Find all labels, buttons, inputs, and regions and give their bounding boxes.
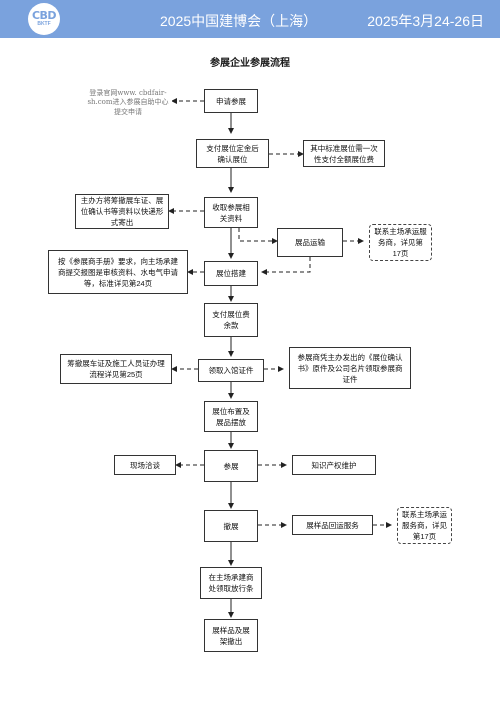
- organizer-note: 主办方将筹撤展车证、展位确认书等资料以快递形式寄出: [75, 194, 169, 229]
- onsite-negotiation-label: 现场洽谈: [130, 460, 160, 470]
- contact-forwarder-1-text: 联系主场承运服务商，详见第17页: [374, 227, 427, 258]
- special-booth-note: 其中标准展位需一次性支付全额展位费: [303, 140, 385, 167]
- onsite-negotiation: 现场洽谈: [114, 455, 176, 475]
- step-pay-deposit-label: 支付展位定金后确认展位: [206, 143, 259, 164]
- step-booth-layout: 展位布置及展品摆放: [204, 401, 258, 432]
- return-shipping-service-label: 展样品回运服务: [306, 520, 359, 530]
- manual-note-text: 按《参展商手册》要求，向主场承建商提交报图是审核资料、水电气申请等，标准详见第2…: [58, 256, 178, 288]
- exhibitor-id-note: 参展商凭主办发出的《展位确认书》原件及公司名片领取参展商证件: [289, 347, 411, 389]
- contact-forwarder-2-text: 联系主场承运服务商，详见第17页: [402, 510, 447, 541]
- step-apply: 申请参展: [204, 89, 258, 113]
- step-receive-docs-label: 收取参展相关资料: [212, 202, 250, 223]
- register-note: 登录官网www. cbdfair-sh.com进入参展自助中心提交申请: [84, 85, 172, 121]
- step-receive-docs: 收取参展相关资料: [204, 197, 258, 228]
- step-exhibit-label: 参展: [223, 461, 239, 471]
- vehicle-pass-note: 筹撤展车证及施工人员证办理流程详见第25页: [60, 354, 172, 384]
- step-exhibits-out: 展样品及展架撤出: [204, 619, 258, 652]
- ip-protection: 知识产权维护: [292, 455, 376, 475]
- step-dismantle: 撤展: [204, 510, 258, 542]
- vehicle-pass-note-text: 筹撤展车证及施工人员证办理流程详见第25页: [67, 359, 165, 379]
- register-note-text: 登录官网www. cbdfair-sh.com进入参展自助中心提交申请: [87, 88, 169, 116]
- step-collect-pass: 领取入馆证件: [198, 359, 264, 382]
- step-booth-construction-label: 展位搭建: [216, 269, 246, 278]
- page-title: 参展企业参展流程: [210, 58, 290, 69]
- step-exhibits-out-label: 展样品及展架撤出: [212, 625, 250, 646]
- special-booth-note-text: 其中标准展位需一次性支付全额展位费: [310, 143, 378, 164]
- step-exhibit-transport: 展品运输: [277, 228, 343, 257]
- manual-note: 按《参展商手册》要求，向主场承建商提交报图是审核资料、水电气申请等，标准详见第2…: [48, 250, 188, 294]
- logo-subtext: BKTF: [37, 21, 51, 27]
- ip-protection-label: 知识产权维护: [311, 460, 357, 470]
- dashed-receive-to-transport: [238, 228, 278, 244]
- step-dismantle-label: 撤展: [223, 521, 239, 531]
- logo-text: CBD: [31, 9, 57, 22]
- step-exhibit: 参展: [204, 450, 258, 482]
- header-title: 2025中国建博会（上海）: [160, 13, 318, 29]
- return-shipping-service: 展样品回运服务: [292, 515, 373, 535]
- step-collect-pass-label: 领取入馆证件: [208, 366, 254, 375]
- exhibitor-id-note-text: 参展商凭主办发出的《展位确认书》原件及公司名片领取参展商证件: [297, 352, 403, 384]
- dashed-transport-to-build: [261, 257, 311, 275]
- contact-forwarder-2: 联系主场承运服务商，详见第17页: [397, 507, 452, 544]
- step-release-pass: 在主场承建商处领取放行条: [200, 567, 262, 599]
- step-apply-label: 申请参展: [216, 96, 246, 106]
- header-bar: CBD BKTF 2025中国建博会（上海） 2025年3月24-26日: [0, 0, 500, 38]
- step-release-pass-label: 在主场承建商处领取放行条: [208, 573, 254, 593]
- step-pay-balance: 支付展位费余款: [204, 303, 258, 337]
- step-pay-balance-label: 支付展位费余款: [212, 310, 250, 330]
- step-booth-construction: 展位搭建: [204, 261, 258, 286]
- contact-forwarder-1: 联系主场承运服务商，详见第17页: [369, 224, 432, 261]
- step-pay-deposit: 支付展位定金后确认展位: [196, 139, 269, 168]
- header-date: 2025年3月24-26日: [367, 13, 484, 29]
- step-exhibit-transport-label: 展品运输: [295, 238, 325, 247]
- step-booth-layout-label: 展位布置及展品摆放: [212, 406, 250, 427]
- cbd-logo: CBD BKTF: [28, 3, 60, 35]
- organizer-note-text: 主办方将筹撤展车证、展位确认书等资料以快递形式寄出: [80, 196, 164, 227]
